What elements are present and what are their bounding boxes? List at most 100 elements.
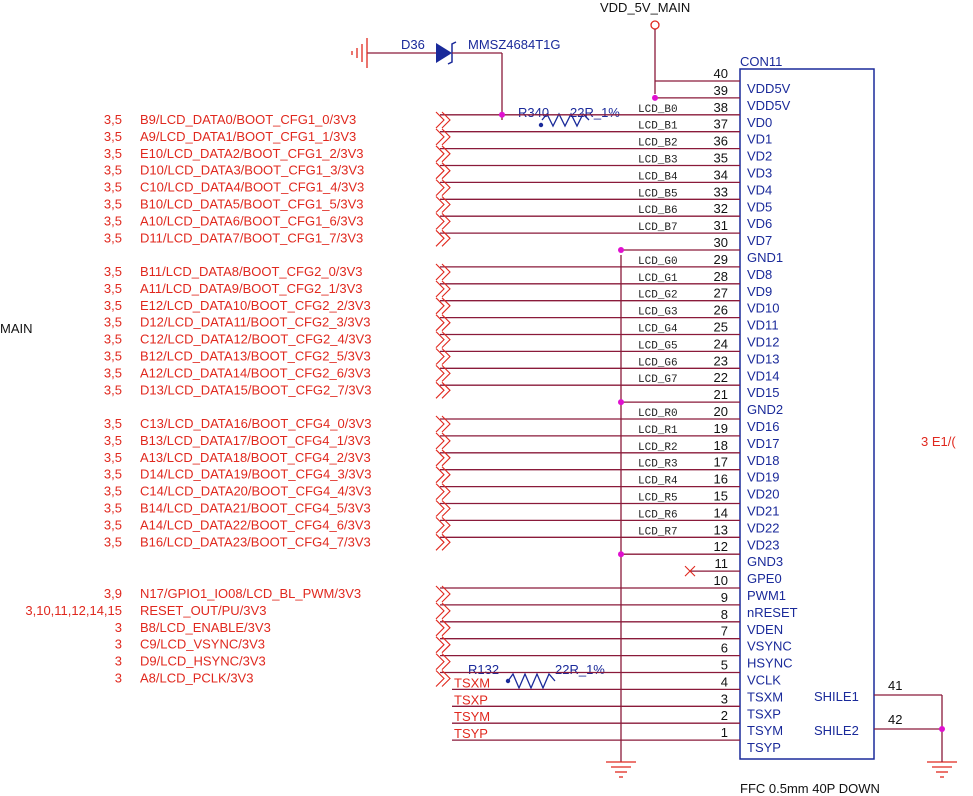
touch-net-label: TSXP xyxy=(454,692,488,707)
net-name: E10/LCD_DATA2/BOOT_CFG1_2/3V3 xyxy=(140,146,364,161)
pin-number: 11 xyxy=(715,556,729,571)
pin-name: VSYNC xyxy=(747,639,792,654)
pin-name: VD14 xyxy=(747,368,780,383)
r132-ref: R132 xyxy=(468,662,499,677)
offpage-connector-icon xyxy=(435,111,451,129)
net-label: LCD_G0 xyxy=(638,256,678,268)
net-name: B10/LCD_DATA5/BOOT_CFG1_5/3V3 xyxy=(140,197,364,212)
pin-number: 33 xyxy=(714,184,728,199)
pin-name: VDEN xyxy=(747,622,783,637)
net-label: LCD_G1 xyxy=(638,273,678,285)
shield-pin-number: 42 xyxy=(888,712,902,727)
net-label: LCD_R7 xyxy=(638,526,678,538)
pin-number: 17 xyxy=(714,455,728,470)
pin-name: VD23 xyxy=(747,537,780,552)
shield-pin-number: 41 xyxy=(888,678,902,693)
net-label: LCD_B7 xyxy=(638,222,678,234)
touch-net-label: TSXM xyxy=(454,675,490,690)
shield-pin-name: SHILE2 xyxy=(814,723,859,738)
pin-name: VD0 xyxy=(747,115,772,130)
pin-name: VD4 xyxy=(747,182,772,197)
net-label: LCD_R0 xyxy=(638,408,678,420)
net-name: B8/LCD_ENABLE/3V3 xyxy=(140,620,271,635)
pin-number: 20 xyxy=(714,404,728,419)
diode-ref: D36 xyxy=(401,37,425,52)
net-page-refs: 3,5 xyxy=(104,450,122,465)
zener-diode-icon xyxy=(436,43,452,63)
junction-dot xyxy=(618,247,624,253)
net-name: D14/LCD_DATA19/BOOT_CFG4_3/3V3 xyxy=(140,467,371,482)
power-port-circle-icon xyxy=(650,20,660,30)
offpage-connector-icon xyxy=(435,636,451,654)
net-label: LCD_B1 xyxy=(638,121,678,133)
net-label: LCD_B3 xyxy=(638,155,678,167)
pin-number: 16 xyxy=(714,472,728,487)
offpage-connector-icon xyxy=(435,179,451,196)
net-label: LCD_R3 xyxy=(638,459,678,471)
offpage-connector-icon xyxy=(435,229,451,247)
resistor-pin1-dot xyxy=(538,122,544,128)
offpage-connector-icon xyxy=(435,381,451,399)
zener-diode-d36: D36 MMSZ4684T1G xyxy=(351,37,560,120)
pin-number: 28 xyxy=(714,269,728,284)
offpage-connector-icon xyxy=(435,449,451,467)
net-name: C13/LCD_DATA16/BOOT_CFG4_0/3V3 xyxy=(140,416,371,431)
connector-ref: CON11 xyxy=(740,54,782,69)
net-page-refs: 3,5 xyxy=(104,349,122,364)
net-name: B12/LCD_DATA13/BOOT_CFG2_5/3V3 xyxy=(140,349,371,364)
net-name: C10/LCD_DATA4/BOOT_CFG1_4/3V3 xyxy=(140,180,364,195)
resistor-r340: R340 22R_1% xyxy=(518,105,620,128)
pin-number: 29 xyxy=(714,252,728,267)
offpage-connector-icon xyxy=(435,263,451,281)
ground-symbol-icon xyxy=(606,761,636,778)
net-page-refs: 3,5 xyxy=(104,433,122,448)
net-page-refs: 3,5 xyxy=(104,534,122,549)
net-name: N17/GPIO1_IO08/LCD_BL_PWM/3V3 xyxy=(140,586,361,601)
junction-dot xyxy=(618,399,624,406)
pin-name: VD3 xyxy=(747,166,772,181)
pin-name: VD8 xyxy=(747,267,772,282)
net-page-refs: 3,5 xyxy=(104,180,122,195)
pin-number: 13 xyxy=(714,522,728,537)
pin-name: VDD5V xyxy=(747,98,791,113)
net-label: LCD_B0 xyxy=(638,104,678,116)
net-name: D9/LCD_HSYNC/3V3 xyxy=(140,654,266,669)
net-page-refs: 3 xyxy=(115,637,122,652)
ground-symbol-icon xyxy=(927,761,957,778)
pin-number: 8 xyxy=(721,607,728,622)
offpage-connector-icon xyxy=(435,297,451,315)
offpage-connector-icon xyxy=(435,500,451,517)
offpage-connector-icon xyxy=(435,365,451,382)
pin-number: 3 xyxy=(721,691,728,706)
net-page-refs: 3,5 xyxy=(104,332,122,347)
connector-footprint: FFC 0.5mm 40P DOWN xyxy=(740,781,880,796)
shield-pin-name: SHILE1 xyxy=(814,689,859,704)
net-page-refs: 3,10,11,12,14,15 xyxy=(25,603,122,618)
pin-name: PWM1 xyxy=(747,588,786,603)
pin-name: GND1 xyxy=(747,250,783,265)
net-page-refs: 3,5 xyxy=(104,197,122,212)
net-label: LCD_R5 xyxy=(638,493,678,505)
resistor-icon xyxy=(507,672,556,690)
pin-name: GND2 xyxy=(747,402,783,417)
net-name: C12/LCD_DATA12/BOOT_CFG2_4/3V3 xyxy=(140,332,371,347)
offpage-connector-icon xyxy=(435,196,451,213)
junction-dot xyxy=(652,94,658,101)
pin-name: VD22 xyxy=(747,520,780,535)
net-label: LCD_R2 xyxy=(638,442,678,454)
connector-body xyxy=(739,68,875,760)
pin-name: VD18 xyxy=(747,453,780,468)
touch-net-label: TSYP xyxy=(454,726,488,741)
pin-number: 38 xyxy=(714,100,728,115)
net-page-refs: 3 xyxy=(115,620,122,635)
left-cut-label: MAIN xyxy=(0,321,33,336)
net-page-refs: 3,9 xyxy=(104,586,122,601)
junction-dot xyxy=(499,111,505,118)
pin-number: 18 xyxy=(714,438,728,453)
junction-dot xyxy=(618,551,624,558)
net-page-refs: 3 xyxy=(115,654,122,669)
pin-name: TSXM xyxy=(747,689,783,704)
pin-number: 19 xyxy=(714,421,728,436)
offpage-connector-icon xyxy=(435,466,451,484)
